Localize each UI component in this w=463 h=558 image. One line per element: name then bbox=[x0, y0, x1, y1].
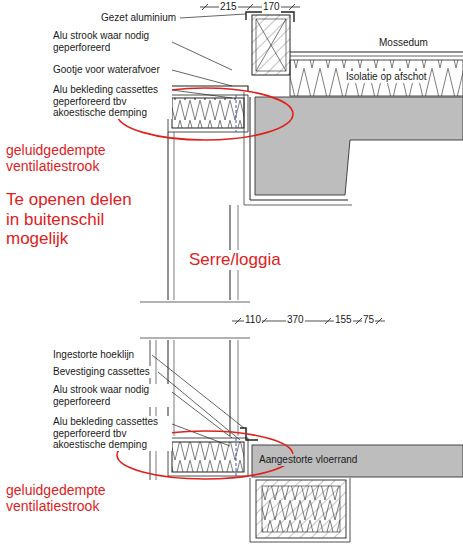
part-label: Ingestorte hoeklijn bbox=[52, 349, 135, 361]
leader-line bbox=[152, 14, 246, 446]
part-label: Gootje voor waterafvoer bbox=[52, 64, 172, 76]
dimension: 155 bbox=[334, 314, 353, 326]
dimension: 215 bbox=[219, 1, 238, 13]
parapet bbox=[246, 12, 294, 75]
part-label: Alu bekleding cassettes geperforeerd tbv… bbox=[52, 416, 172, 451]
floor-edge bbox=[168, 428, 463, 542]
dimension: 75 bbox=[362, 314, 375, 326]
dimension: 110 bbox=[244, 314, 262, 326]
part-label: Gezet aluminium bbox=[100, 12, 177, 24]
part-label: Isolatie op afschot bbox=[345, 71, 428, 83]
break-line bbox=[140, 302, 250, 338]
dimension: 370 bbox=[286, 314, 305, 326]
part-label: Alu strook waar nodig geperforeerd bbox=[52, 384, 172, 407]
part-label: Alu bekleding cassettes geperforeerd tbv… bbox=[52, 84, 172, 119]
part-label: Bevestiging cassettes bbox=[52, 366, 151, 378]
dimension: 170 bbox=[262, 1, 281, 13]
cassette bbox=[165, 86, 248, 132]
part-label: Mossedum bbox=[378, 37, 429, 49]
dimension-line bbox=[200, 4, 300, 10]
annotation: Te openen delen in buitenschil mogelijk bbox=[5, 190, 147, 249]
annotation: geluidgedempte ventilatiestrook bbox=[5, 482, 137, 514]
annotation: geluidgedempte ventilatiestrook bbox=[5, 142, 137, 174]
part-label: Aangestorte vloerrand bbox=[258, 454, 358, 466]
part-label: Alu strook waar nodig geperforeerd bbox=[52, 30, 172, 53]
annotation: Serre/loggia bbox=[188, 250, 282, 270]
